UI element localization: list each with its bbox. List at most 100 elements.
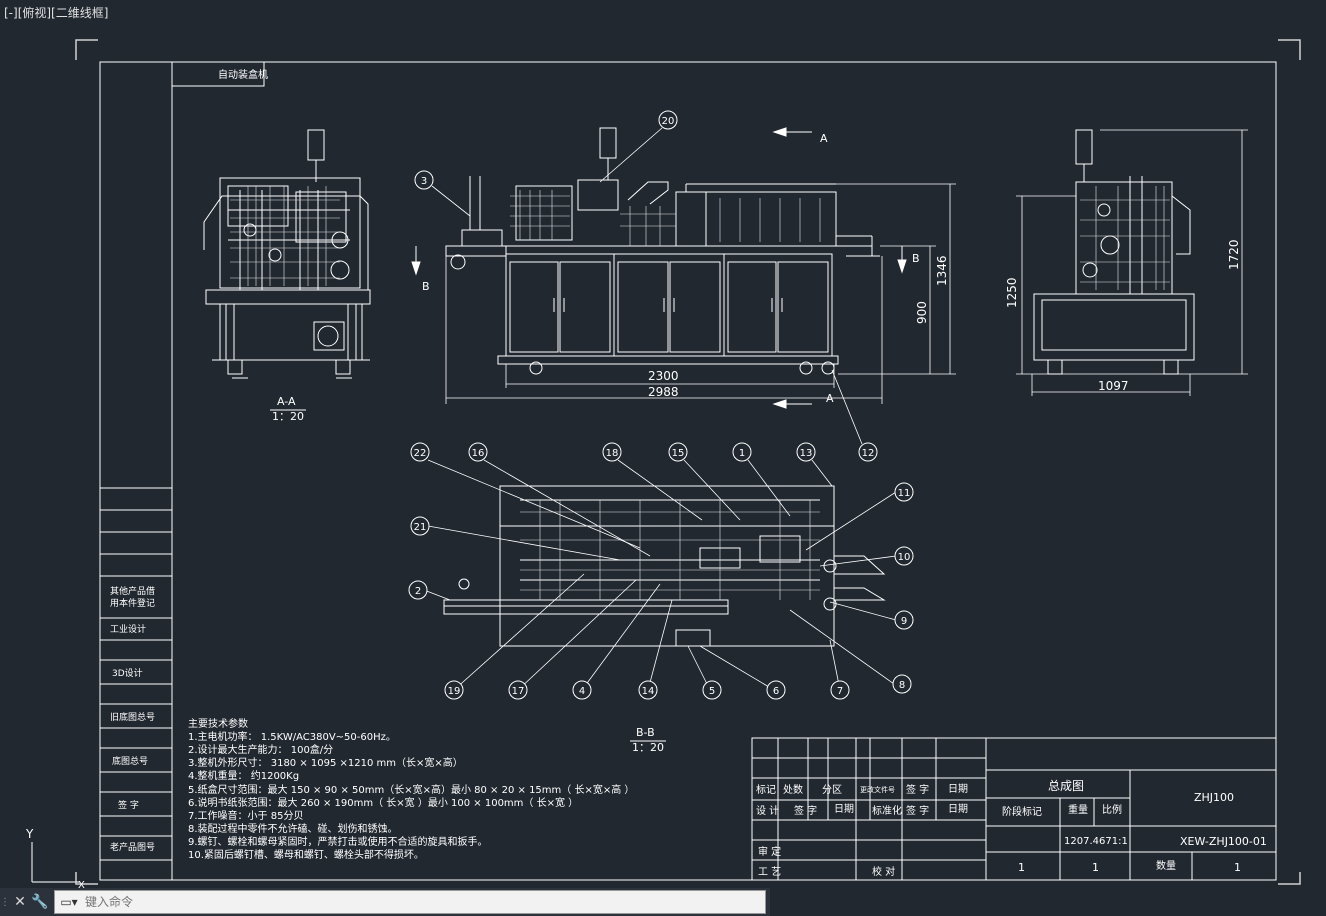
balloon-20: 20 bbox=[662, 116, 675, 127]
left-panel-table bbox=[100, 487, 172, 861]
left-panel-row-7: 老产品图号 bbox=[110, 841, 155, 853]
dim-front-2300: 2300 bbox=[648, 369, 679, 383]
balloon-19: 19 bbox=[448, 686, 461, 697]
dim-side-1720: 1720 bbox=[1227, 239, 1241, 270]
dim-front-900: 900 bbox=[915, 301, 929, 324]
balloon-15: 15 bbox=[672, 448, 685, 459]
balloon-12: 12 bbox=[862, 448, 875, 459]
balloon-10: 10 bbox=[898, 552, 911, 563]
balloon-17: 17 bbox=[512, 686, 525, 697]
dim-side-1250: 1250 bbox=[1005, 277, 1019, 308]
tech-note-3: 3.整机外形尺寸： 3180 × 1095 ×1210 mm（长×宽×高） bbox=[188, 756, 463, 769]
view-aa-label: A-A bbox=[277, 395, 296, 408]
ucs-y-label: Y bbox=[25, 827, 34, 841]
left-panel-labels: 其他产品借 用本件登记 工业设计 3D设计 旧底图总号 底图总号 签 字 老产品… bbox=[110, 585, 155, 853]
arrow-b-left: B bbox=[422, 280, 430, 293]
tb-count: 处数 bbox=[783, 783, 803, 796]
tech-note-5: 5.纸盒尺寸范围：最大 150 × 90 × 50mm（长×宽×高）最小 80 … bbox=[188, 783, 634, 796]
balloon-21: 21 bbox=[414, 522, 427, 533]
balloon-1: 1 bbox=[739, 448, 745, 459]
tb-sheet-b: 1 bbox=[1092, 861, 1099, 874]
balloon-8: 8 bbox=[899, 680, 905, 691]
tb-ratio: 比例 bbox=[1102, 803, 1122, 816]
wrench-icon[interactable]: 🔧 bbox=[31, 894, 49, 910]
tb-date2: 日期 bbox=[834, 803, 854, 815]
left-panel-row-1a: 其他产品借 bbox=[110, 585, 155, 597]
left-panel-row-2: 工业设计 bbox=[110, 623, 146, 635]
title-tab-text: 自动装盒机 bbox=[218, 68, 268, 81]
ucs-icon: Y X bbox=[25, 827, 85, 888]
command-prompt-icon[interactable]: ▭▾ bbox=[60, 895, 78, 909]
viewport-label[interactable]: [-][俯视][二维线框] bbox=[4, 6, 109, 20]
left-panel-row-3: 3D设计 bbox=[112, 667, 143, 679]
tb-stage-mark: 阶段标记 bbox=[1002, 805, 1042, 818]
tech-note-1: 1.主电机功率： 1.5KW/AC380V~50-60Hz。 bbox=[188, 730, 396, 743]
balloon-11: 11 bbox=[898, 488, 911, 499]
tech-note-7: 7.工作噪音：小于 85分贝 bbox=[188, 809, 303, 822]
balloon-4: 4 bbox=[579, 686, 585, 697]
tb-sign1: 签 字 bbox=[906, 783, 929, 796]
balloon-numbers: 3 20 12 22 16 18 15 1 13 11 10 9 8 7 6 5… bbox=[414, 116, 911, 697]
tb-standard: 标准化 bbox=[872, 804, 902, 817]
command-line-bar: ⋮ ✕ 🔧 ▭▾ bbox=[0, 888, 770, 916]
balloon-leaders bbox=[423, 127, 897, 691]
tech-note-8: 8.装配过程中零件不允许磕、碰、划伤和锈蚀。 bbox=[188, 822, 398, 835]
tech-note-9: 9.螺钉、螺栓和螺母紧固时，严禁打击或使用不合适的旋具和扳手。 bbox=[188, 835, 488, 848]
close-icon[interactable]: ✕ bbox=[14, 894, 26, 910]
view-bb-drawing bbox=[443, 485, 886, 647]
grip-handle-icon[interactable]: ⋮ bbox=[0, 896, 10, 908]
arrow-b-right: B bbox=[912, 252, 920, 265]
balloon-2: 2 bbox=[415, 586, 421, 597]
balloon-18: 18 bbox=[606, 448, 619, 459]
view-side-detail bbox=[1080, 186, 1170, 290]
balloon-6: 6 bbox=[773, 686, 779, 697]
view-aa-scale: 1：20 bbox=[272, 410, 304, 423]
balloon-3: 3 bbox=[421, 176, 427, 187]
cad-drawing-canvas[interactable]: 自动装盒机 其他产品借 用本件登记 工业设计 3D设计 旧底图总号 底图总号 签… bbox=[0, 0, 1326, 888]
tb-check: 校 对 bbox=[872, 865, 895, 878]
tb-sign3: 签 字 bbox=[906, 804, 929, 817]
front-dimension-lines bbox=[445, 183, 956, 404]
tb-drawing-no: XEW-ZHJ100-01 bbox=[1180, 835, 1267, 848]
view-bb-scale: 1：20 bbox=[632, 741, 664, 754]
section-arrows bbox=[411, 127, 907, 409]
view-side-drawing bbox=[1033, 129, 1195, 375]
tb-date1: 日期 bbox=[948, 783, 968, 795]
command-field[interactable]: ▭▾ bbox=[54, 890, 766, 914]
arrow-a-top: A bbox=[820, 132, 828, 145]
tb-zone: 分区 bbox=[822, 784, 842, 796]
title-block-grid bbox=[751, 737, 1277, 881]
drawing-frame bbox=[99, 61, 1277, 881]
dim-side-1097: 1097 bbox=[1098, 379, 1129, 393]
ucs-x-label: X bbox=[78, 880, 85, 888]
tb-drawing-name: 总成图 bbox=[1048, 779, 1084, 793]
tech-notes-title: 主要技术参数 bbox=[188, 717, 248, 730]
tb-weight: 重量 bbox=[1068, 803, 1088, 816]
tb-product-code: ZHJ100 bbox=[1194, 791, 1234, 804]
balloon-13: 13 bbox=[800, 448, 813, 459]
tech-note-10: 10.紧固后螺钉槽、螺母和螺钉、螺栓头部不得损坏。 bbox=[188, 848, 424, 861]
tb-sign2: 签 字 bbox=[794, 804, 817, 817]
tb-date3: 日期 bbox=[948, 803, 968, 815]
tech-note-6: 6.说明书纸张范围：最大 260 × 190mm（ 长×宽 ）最小 100 × … bbox=[188, 796, 578, 809]
tb-weight-value: 1207.4671:1 bbox=[1064, 836, 1128, 847]
view-front-drawing bbox=[445, 127, 880, 375]
tech-notes: 主要技术参数 1.主电机功率： 1.5KW/AC380V~50-60Hz。 2.… bbox=[188, 717, 634, 861]
tb-design: 设 计 bbox=[756, 804, 779, 817]
title-block-labels: 标记 处数 分区 更改文件号 签 字 日期 设 计 签 字 日期 标准化 签 字… bbox=[756, 779, 1267, 878]
dim-front-1346: 1346 bbox=[935, 255, 949, 286]
tb-process: 工 艺 bbox=[758, 866, 781, 878]
balloon-14: 14 bbox=[642, 686, 655, 697]
view-aa-drawing bbox=[203, 129, 371, 379]
view-front-detail bbox=[510, 190, 821, 246]
viewport-corners bbox=[75, 39, 1301, 885]
dim-front-2988: 2988 bbox=[648, 385, 679, 399]
left-panel-row-1b: 用本件登记 bbox=[110, 597, 155, 609]
left-panel-row-6: 签 字 bbox=[118, 799, 139, 811]
command-input[interactable] bbox=[83, 894, 765, 910]
tb-review: 审 定 bbox=[758, 845, 781, 858]
left-panel-row-5: 底图总号 bbox=[112, 755, 148, 767]
left-panel-row-4: 旧底图总号 bbox=[110, 711, 155, 723]
tb-qty-label: 数量 bbox=[1156, 859, 1176, 872]
side-dimension-lines bbox=[1016, 129, 1248, 396]
